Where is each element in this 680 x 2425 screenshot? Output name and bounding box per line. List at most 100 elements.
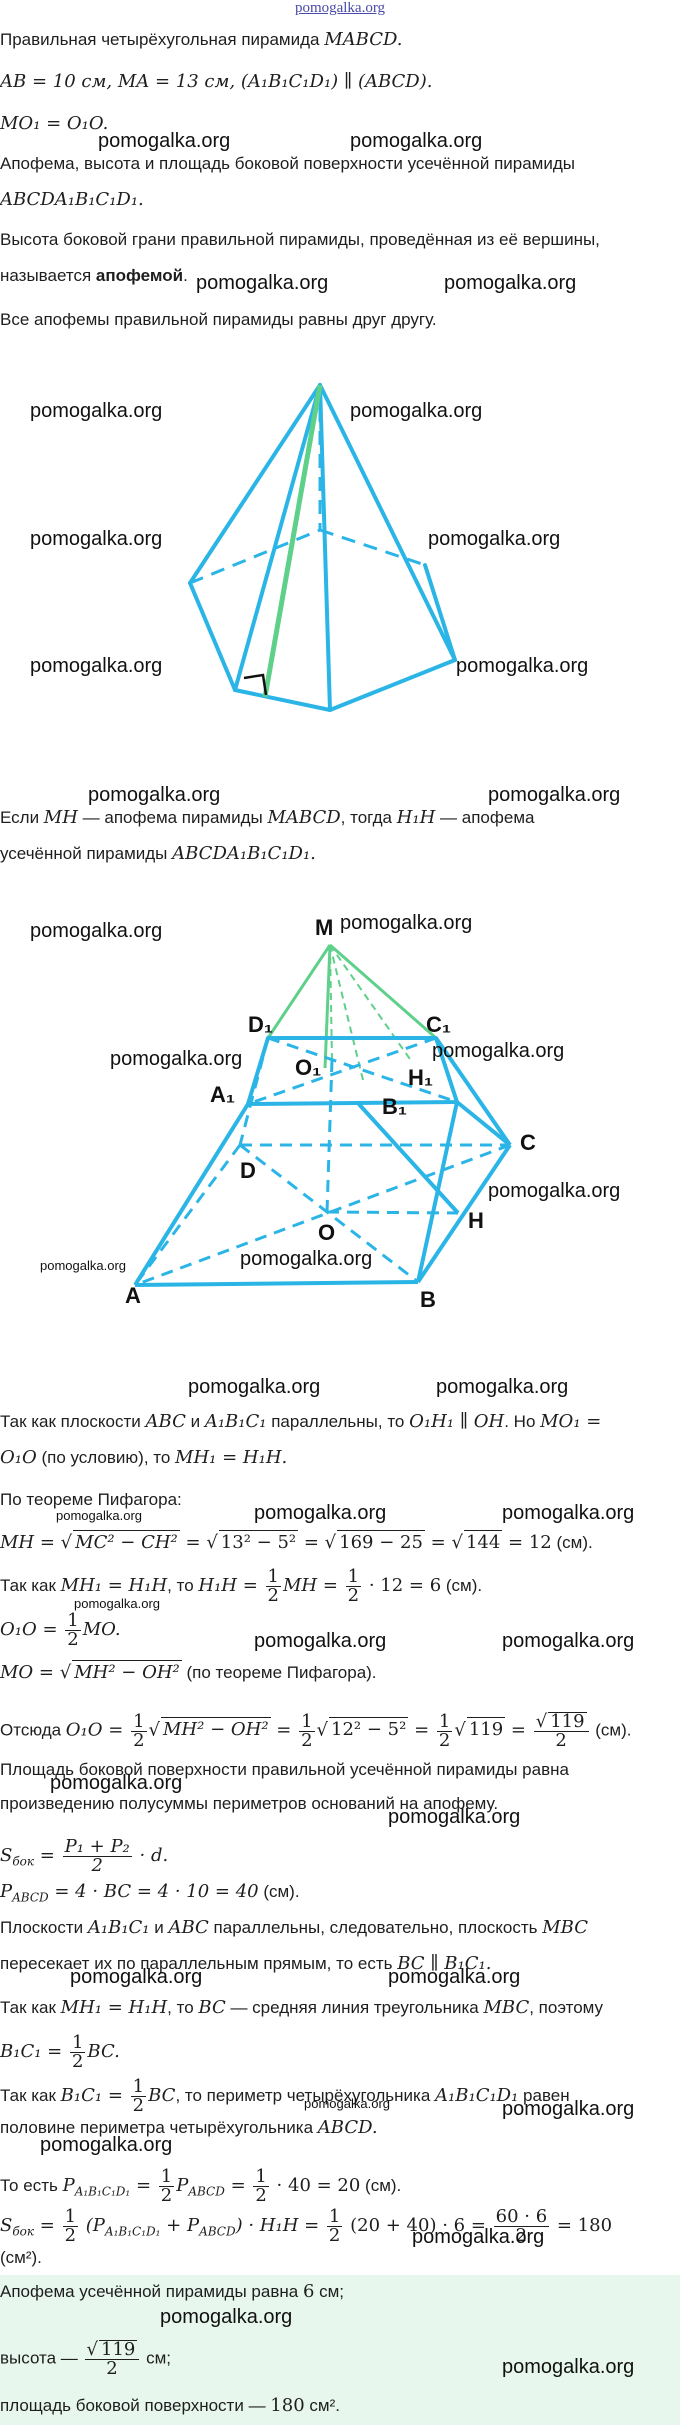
watermark: pomogalka.org xyxy=(488,1180,621,1202)
watermark: pomogalka.org xyxy=(488,784,621,806)
math: ABCD. xyxy=(317,2117,378,2138)
right-angle-mark xyxy=(243,673,268,696)
text: 2 xyxy=(255,2185,267,2206)
apothem-statement-1: Если MH — апофема пирамиды MABCD, тогда … xyxy=(0,806,534,830)
text: Отсюда xyxy=(0,1720,66,1740)
frustum-figure: M D₁ C₁ O₁ H₁ A₁ B₁ C D O H A B xyxy=(125,915,536,1312)
math: O₁H₁ ∥ OH xyxy=(409,1411,505,1432)
text: . Но xyxy=(504,1412,541,1431)
math: A₁B₁C₁D₁ xyxy=(74,2184,131,2199)
text: высота — xyxy=(0,2348,83,2368)
math: = xyxy=(34,1844,61,1866)
watermark: pomogalka.org xyxy=(40,2134,173,2156)
text: параллельны, то xyxy=(266,1412,410,1431)
watermark: pomogalka.org xyxy=(240,1248,373,1270)
math: = 180 xyxy=(551,2214,613,2236)
watermark: pomogalka.org xyxy=(88,784,221,806)
math: A₁B₁C₁ xyxy=(87,1917,150,1938)
math: √ xyxy=(60,1532,73,1553)
text: равен xyxy=(518,2085,570,2105)
math: 144 xyxy=(463,1530,503,1553)
watermark: pomogalka.org xyxy=(254,1502,387,1524)
label-H1: H₁ xyxy=(408,1065,433,1090)
label-A1: A₁ xyxy=(210,1082,235,1107)
text: , то периметр четырёхугольника xyxy=(175,2085,436,2105)
watermark: pomogalka.org xyxy=(432,1040,565,1062)
text: и xyxy=(185,1412,205,1431)
math: MH² − OH² xyxy=(161,1717,271,1741)
math: MH xyxy=(43,807,78,828)
label-A: A xyxy=(125,1283,141,1308)
text: 2 xyxy=(267,1585,279,1606)
text: 1 xyxy=(436,1710,453,1732)
text: (по условию), то xyxy=(36,1448,176,1467)
text: , поэтому xyxy=(529,1998,604,2017)
answer-block xyxy=(0,2275,680,2425)
solution-line-9: Площадь боковой поверхности правильной у… xyxy=(0,1760,569,1779)
text: 119 xyxy=(548,1711,587,1732)
watermark-top[interactable]: pomogalka.org xyxy=(294,0,386,16)
label-D1: D₁ xyxy=(248,1012,273,1037)
text: 2 xyxy=(515,2225,528,2246)
watermark: pomogalka.org xyxy=(412,2226,545,2248)
math: = 4 · BC = 4 · 10 = 40 xyxy=(48,1881,259,1902)
text: (см). xyxy=(551,1533,593,1552)
text: площадь боковой поверхности — xyxy=(0,2396,271,2415)
text: 1 xyxy=(253,2166,269,2187)
math: P xyxy=(62,2174,75,2196)
label-O1: O₁ xyxy=(295,1055,321,1080)
math: 13² − 5² xyxy=(218,1530,299,1553)
watermark: pomogalka.org xyxy=(388,1806,521,1828)
text: (см). xyxy=(360,2175,402,2195)
text: 2 xyxy=(347,1585,360,1606)
label-B1: B₁ xyxy=(382,1094,407,1119)
watermark: pomogalka.org xyxy=(436,1376,569,1398)
math: B₁C₁ = xyxy=(60,2084,129,2106)
text: см². xyxy=(304,2396,340,2415)
math: √ xyxy=(148,1719,160,1741)
label-M: M xyxy=(315,915,333,940)
solution-line-21: (см²). xyxy=(0,2248,42,2267)
math: ABCD xyxy=(199,2224,236,2239)
math: BC xyxy=(148,2084,176,2106)
text: — средняя линия треугольника xyxy=(225,1998,484,2017)
watermark: pomogalka.org xyxy=(74,1596,160,1611)
text: 60 · 6 xyxy=(493,2206,550,2227)
watermark: pomogalka.org xyxy=(30,400,163,422)
math: + P xyxy=(160,2214,200,2236)
math: MC² − CH² xyxy=(73,1530,180,1553)
math: = xyxy=(298,1532,325,1553)
math: ABCDA₁B₁C₁D₁. xyxy=(172,843,316,864)
text: 2 xyxy=(328,2225,341,2246)
math: A₁B₁C₁ xyxy=(204,1411,267,1432)
label-C: C xyxy=(520,1130,536,1155)
math: · 12 = 6 xyxy=(363,1574,442,1596)
math: √ xyxy=(206,1532,218,1553)
text: см; xyxy=(141,2348,172,2368)
math: = xyxy=(224,2174,252,2196)
math: (P xyxy=(80,2214,105,2236)
watermark: pomogalka.org xyxy=(502,2356,635,2378)
math: MH₁ = H₁H xyxy=(60,1997,168,2018)
watermark: pomogalka.org xyxy=(30,528,163,550)
answer-line-1: Апофема усечённой пирамиды равна 6 см; xyxy=(0,2280,344,2304)
math: BC ∥ B₁C₁. xyxy=(397,1953,492,1974)
text: параллельны, следовательно, плоскость xyxy=(208,1918,543,1937)
math: MH₁ = H₁H xyxy=(60,1574,168,1596)
math: = xyxy=(130,2174,157,2196)
math: 6 xyxy=(302,2281,315,2302)
solution-line-15: Так как MH₁ = H₁H, то BC — средняя линия… xyxy=(0,1996,603,2020)
watermark: pomogalka.org xyxy=(304,2096,390,2111)
text: , тогда xyxy=(340,808,397,827)
text: (см). xyxy=(590,1720,632,1740)
math: MO₁ = xyxy=(540,1411,602,1432)
math: · d. xyxy=(133,1844,169,1866)
text: 1 xyxy=(158,2166,175,2187)
